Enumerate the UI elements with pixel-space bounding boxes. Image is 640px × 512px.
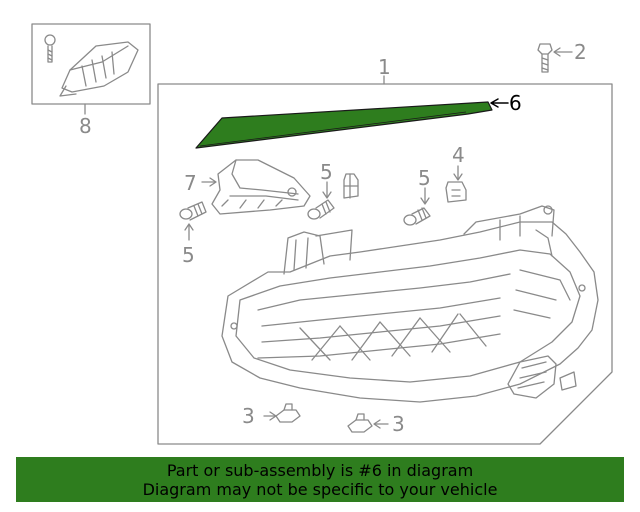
callout-5-left: 5 bbox=[182, 243, 195, 267]
callout-3-right: 3 bbox=[392, 412, 405, 436]
part-7-bracket bbox=[211, 159, 311, 215]
callout-7: 7 bbox=[184, 171, 197, 195]
callout-2: 2 bbox=[574, 40, 587, 64]
callout-3-left: 3 bbox=[242, 404, 255, 428]
part-8-screw bbox=[44, 34, 56, 63]
part-8-bracket bbox=[59, 41, 139, 97]
assembly-frame bbox=[157, 83, 613, 445]
part-2-arrow bbox=[553, 47, 573, 57]
callout-5-middle: 5 bbox=[320, 160, 333, 184]
callout-6: 6 bbox=[509, 91, 522, 115]
part-5-left-arrow bbox=[184, 223, 194, 241]
part-2-bolt bbox=[537, 43, 553, 73]
part-6-trim-edge bbox=[199, 111, 467, 147]
part-4-arrow bbox=[453, 165, 463, 181]
part-5-middle-arrow bbox=[322, 181, 332, 199]
part-5-clip-middle bbox=[307, 199, 335, 220]
callout-1: 1 bbox=[378, 55, 391, 79]
part-3-clip-right bbox=[347, 413, 373, 433]
callout-8: 8 bbox=[79, 114, 92, 138]
headlamp-assembly bbox=[221, 205, 599, 403]
part-6-trim-strip bbox=[195, 101, 493, 149]
small-bracket bbox=[343, 173, 359, 199]
part-3-clip-left bbox=[275, 403, 301, 423]
part-3-left-arrow bbox=[263, 411, 277, 421]
part-5-clip-left bbox=[179, 201, 207, 221]
part-8-inset-box bbox=[31, 23, 151, 105]
callout-5-right: 5 bbox=[418, 166, 431, 190]
part-5-right-arrow bbox=[420, 187, 430, 205]
part-4-bracket bbox=[445, 181, 467, 203]
banner-line-2: Diagram may not be specific to your vehi… bbox=[142, 479, 498, 499]
part-6-arrow bbox=[490, 98, 509, 108]
banner-line-1: Part or sub-assembly is #6 in diagram bbox=[166, 460, 474, 480]
callout-4: 4 bbox=[452, 143, 465, 167]
part-7-arrow bbox=[201, 177, 217, 187]
parts-diagram: 1 2 8 6 7 5 4 5 5 3 3 bbox=[31, 23, 613, 445]
info-banner: Part or sub-assembly is #6 in diagram Di… bbox=[16, 457, 624, 502]
part-3-right-arrow bbox=[373, 419, 389, 429]
part-5-clip-right bbox=[403, 207, 431, 226]
